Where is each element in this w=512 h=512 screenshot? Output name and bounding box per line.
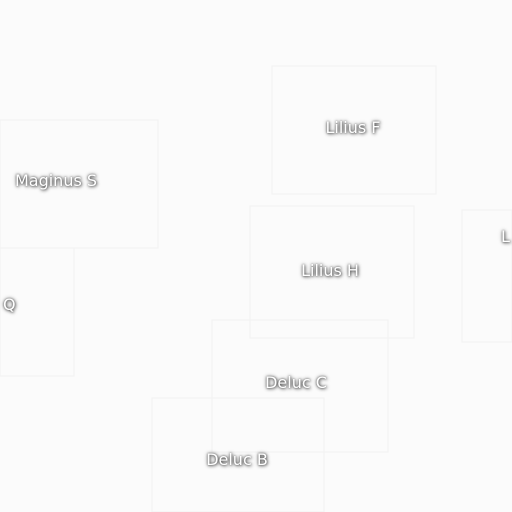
crater-label-lilius-h[interactable]: Lilius H bbox=[301, 261, 359, 280]
crater-label-deluc-c[interactable]: Deluc C bbox=[265, 373, 327, 392]
crater-label-deluc-b[interactable]: Deluc B bbox=[206, 450, 268, 469]
crater-label-maginus-s[interactable]: Maginus S bbox=[14, 171, 98, 190]
crater-label-q-partial[interactable]: Q bbox=[3, 295, 16, 314]
crater-label-lilius-f[interactable]: Lilius F bbox=[325, 118, 381, 137]
crater-label-l-partial[interactable]: L bbox=[501, 227, 510, 246]
